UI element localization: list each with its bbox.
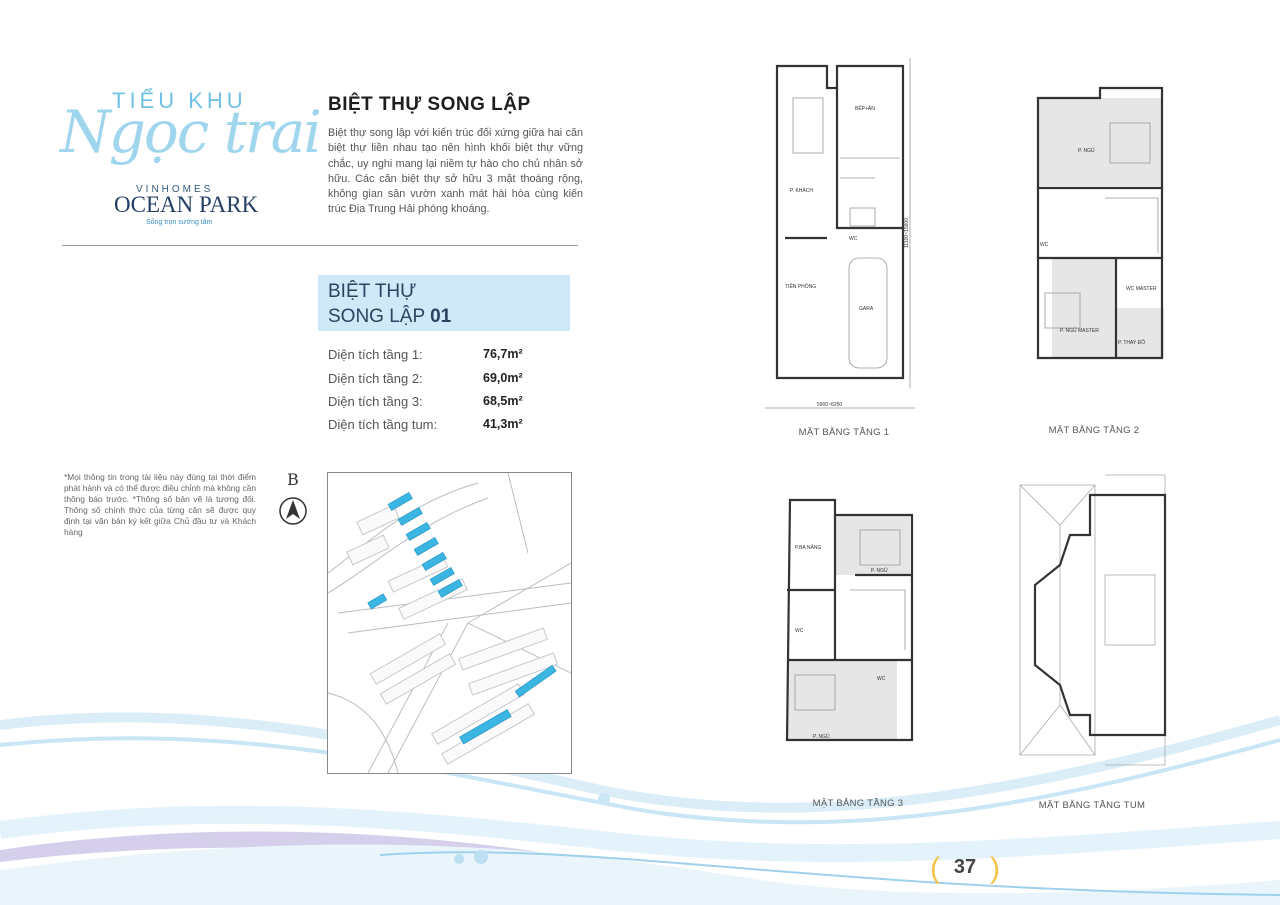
dim-length: 11100~15600: [904, 218, 910, 248]
divider: [62, 245, 578, 246]
compass-icon: [279, 497, 307, 525]
area-label: Diện tích tầng 2:: [328, 371, 423, 386]
room-label: BẾP+ĂN: [855, 105, 875, 112]
page-number-text: 37: [953, 856, 977, 878]
room-label: GARA: [859, 306, 874, 312]
area-value: 41,3m²: [483, 417, 523, 431]
room-label: P. THAY ĐỒ: [1118, 339, 1145, 346]
room-label: P. NGỦ MASTER: [1060, 327, 1099, 334]
room-label: WC: [795, 628, 804, 634]
room-label: TIỀN PHÒNG: [785, 283, 816, 290]
logo-tieu-khu: TIỂU KHU: [112, 88, 247, 113]
floor-plan-tum: [1019, 474, 1167, 766]
area-label: Diện tích tầng 3:: [328, 394, 423, 409]
area-row: Diện tích tầng 3: 68,5m²: [328, 394, 578, 409]
area-value: 76,7m²: [483, 347, 523, 361]
room-label: P. KHÁCH: [790, 187, 813, 194]
plan-caption: MẶT BẰNG TẦNG 2: [1048, 425, 1140, 436]
room-label: WC: [849, 236, 858, 242]
room-label: P. NGỦ: [1078, 147, 1095, 154]
room-label: P.BA NĂNG: [795, 544, 821, 551]
disclaimer-note: *Mọi thông tin trong tài liệu này đúng t…: [64, 472, 256, 537]
logo-ocean-park: OCEAN PARK: [114, 192, 259, 217]
site-map: [327, 472, 572, 774]
room-label: P. NGỦ: [871, 567, 888, 574]
area-row: Diện tích tầng 1: 76,7m²: [328, 347, 578, 362]
type-label-line2: SONG LẬP 01: [328, 306, 451, 328]
plan-caption: MẶT BẰNG TẦNG TUM: [1038, 800, 1146, 811]
area-row: Diện tích tầng tum: 41,3m²: [328, 417, 578, 432]
area-row: Diện tích tầng 2: 69,0m²: [328, 371, 578, 386]
page-title: BIỆT THỰ SONG LẬP: [328, 94, 531, 115]
type-label-box: [318, 275, 570, 331]
type-label-number: 01: [430, 306, 452, 327]
plan-caption: MẶT BẰNG TẦNG 3: [812, 798, 904, 809]
floor-plan-2: P. NGỦ WC WC MASTER P. NGỦ MASTER P. THA…: [1036, 86, 1164, 360]
room-label: WC: [1040, 242, 1049, 248]
floor-plan-1: BẾP+ĂN P. KHÁCH WC TIỀN PHÒNG GARA 5900~…: [765, 58, 915, 409]
logo-vinhomes: VINHOMES: [136, 184, 214, 195]
logo-tagline: Sống trọn sướng tâm: [146, 219, 213, 226]
dim-width: 5900~6250: [817, 402, 842, 408]
plan-caption: MẶT BẰNG TẦNG 1: [798, 427, 890, 438]
type-label-text: SONG LẬP: [328, 306, 425, 327]
floor-plan-3: P.BA NĂNG P. NGỦ WC WC P. NGỦ: [785, 498, 914, 742]
compass-label: B: [287, 470, 299, 489]
area-value: 69,0m²: [483, 371, 523, 385]
area-label: Diện tích tầng tum:: [328, 417, 438, 432]
room-label: WC MASTER: [1126, 286, 1157, 292]
intro-paragraph: Biệt thự song lập với kiến trúc đối xứng…: [328, 127, 583, 216]
area-label: Diện tích tầng 1:: [328, 347, 423, 362]
room-label: WC: [877, 676, 886, 682]
room-label: P. NGỦ: [813, 733, 830, 740]
area-value: 68,5m²: [483, 394, 523, 408]
site-map-drawing: [328, 473, 571, 773]
type-label-line1: BIỆT THỰ: [328, 281, 417, 302]
page-number: ( 37 ): [930, 852, 1000, 885]
compass: B: [278, 470, 310, 530]
background-waves: [0, 712, 1280, 905]
logo-ngoc-trai: Ngọc trai: [60, 98, 322, 166]
